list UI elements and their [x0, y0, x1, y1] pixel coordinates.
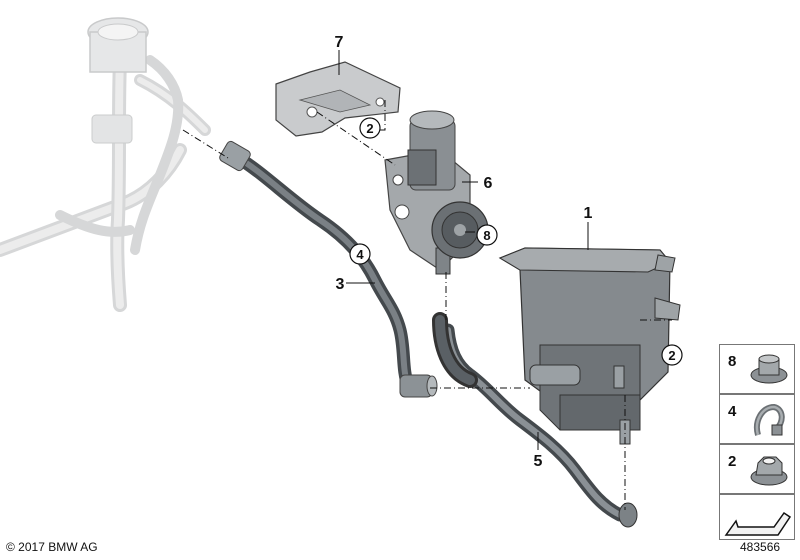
hex-flange-nut-icon	[750, 456, 788, 486]
svg-text:6: 6	[484, 175, 493, 192]
hose-clip-icon	[754, 403, 785, 436]
callout-5: 5	[534, 453, 543, 470]
svg-text:3: 3	[336, 276, 345, 293]
legend-item-arrow	[719, 494, 795, 540]
legend-item-2: 2	[719, 444, 795, 494]
assembly-lines	[182, 100, 672, 510]
canister-1	[498, 247, 681, 445]
reference-number: 483566	[740, 540, 781, 554]
hose-3-connector	[219, 140, 438, 398]
svg-text:1: 1	[584, 205, 593, 222]
svg-text:8: 8	[483, 228, 490, 243]
direction-arrow-icon	[724, 511, 792, 536]
ghost-filler-cap	[87, 17, 149, 144]
ghost-filler-neck	[0, 53, 211, 312]
leader-lines	[338, 50, 589, 450]
svg-text:7: 7	[335, 34, 344, 51]
legend-num: 2	[728, 453, 737, 470]
callout-8: 8	[476, 224, 498, 246]
bracket-7	[275, 61, 401, 137]
svg-text:5: 5	[534, 453, 543, 470]
callout-7: 7	[335, 34, 344, 51]
legend-item-4: 4	[719, 394, 795, 444]
callout-2-bracket: 2	[359, 117, 381, 139]
copyright-text: © 2017 BMW AG	[6, 540, 98, 554]
callout-1: 1	[584, 205, 593, 222]
legend-num: 8	[728, 353, 737, 370]
flange-nut-icon	[750, 354, 788, 384]
hose-3	[231, 151, 415, 392]
svg-text:2: 2	[366, 121, 373, 136]
legend-item-8: 8	[719, 344, 795, 394]
actuator-motor	[431, 201, 489, 259]
legend-num: 4	[728, 403, 737, 420]
svg-text:4: 4	[356, 247, 364, 262]
callout-4: 4	[349, 243, 371, 265]
hose-5-elbow	[432, 312, 638, 528]
callout-6: 6	[484, 175, 493, 192]
callout-2-canister: 2	[661, 344, 683, 366]
callout-3: 3	[336, 276, 345, 293]
svg-text:2: 2	[668, 348, 675, 363]
